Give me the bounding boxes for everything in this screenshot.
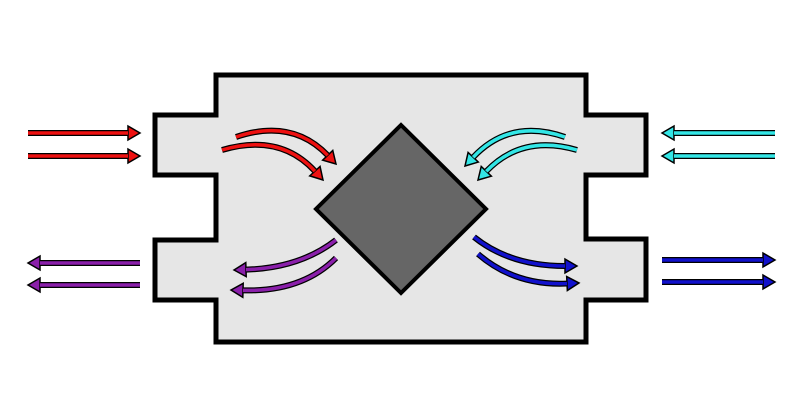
flow-arrow-red — [221, 141, 325, 182]
arrow-head — [321, 149, 338, 166]
flow-arrow-purple — [232, 237, 338, 278]
arrow-shaft — [245, 238, 338, 272]
outlet-arrow-blue — [662, 273, 777, 291]
arrow-head — [762, 251, 777, 269]
inlet-arrow-red — [28, 147, 142, 165]
outlet-arrow-purple — [26, 276, 140, 294]
arrow-head — [127, 124, 142, 142]
outlet-arrow-purple — [26, 254, 140, 272]
airflow-arrows — [26, 124, 777, 299]
arrow-head — [762, 273, 777, 291]
outlet-arrow-blue — [662, 251, 777, 269]
arrow-shaft — [242, 256, 338, 293]
arrow-head — [26, 276, 41, 294]
heat-exchanger-core — [313, 122, 489, 296]
arrow-head — [26, 254, 41, 272]
flow-arrow-purple — [229, 255, 339, 299]
flow-arrow-cyan — [463, 127, 566, 168]
arrow-head — [660, 147, 675, 165]
flow-arrow-blue — [472, 234, 579, 275]
arrow-shaft — [471, 129, 566, 159]
flow-arrow-blue — [476, 251, 581, 292]
arrow-head — [476, 165, 493, 182]
flow-arrow-cyan — [476, 142, 578, 182]
arrow-head — [127, 147, 142, 165]
arrow-shaft — [485, 143, 578, 173]
arrow-shaft — [476, 252, 568, 286]
inlet-arrow-cyan — [660, 147, 775, 165]
inlet-arrow-cyan — [660, 124, 775, 142]
arrow-head — [232, 261, 247, 278]
arrow-shaft — [472, 235, 566, 268]
arrow-head — [660, 124, 675, 142]
flow-arrow-red — [235, 127, 338, 166]
arrow-shaft — [221, 143, 317, 173]
arrow-shaft — [235, 128, 329, 157]
inlet-arrow-red — [28, 124, 142, 142]
